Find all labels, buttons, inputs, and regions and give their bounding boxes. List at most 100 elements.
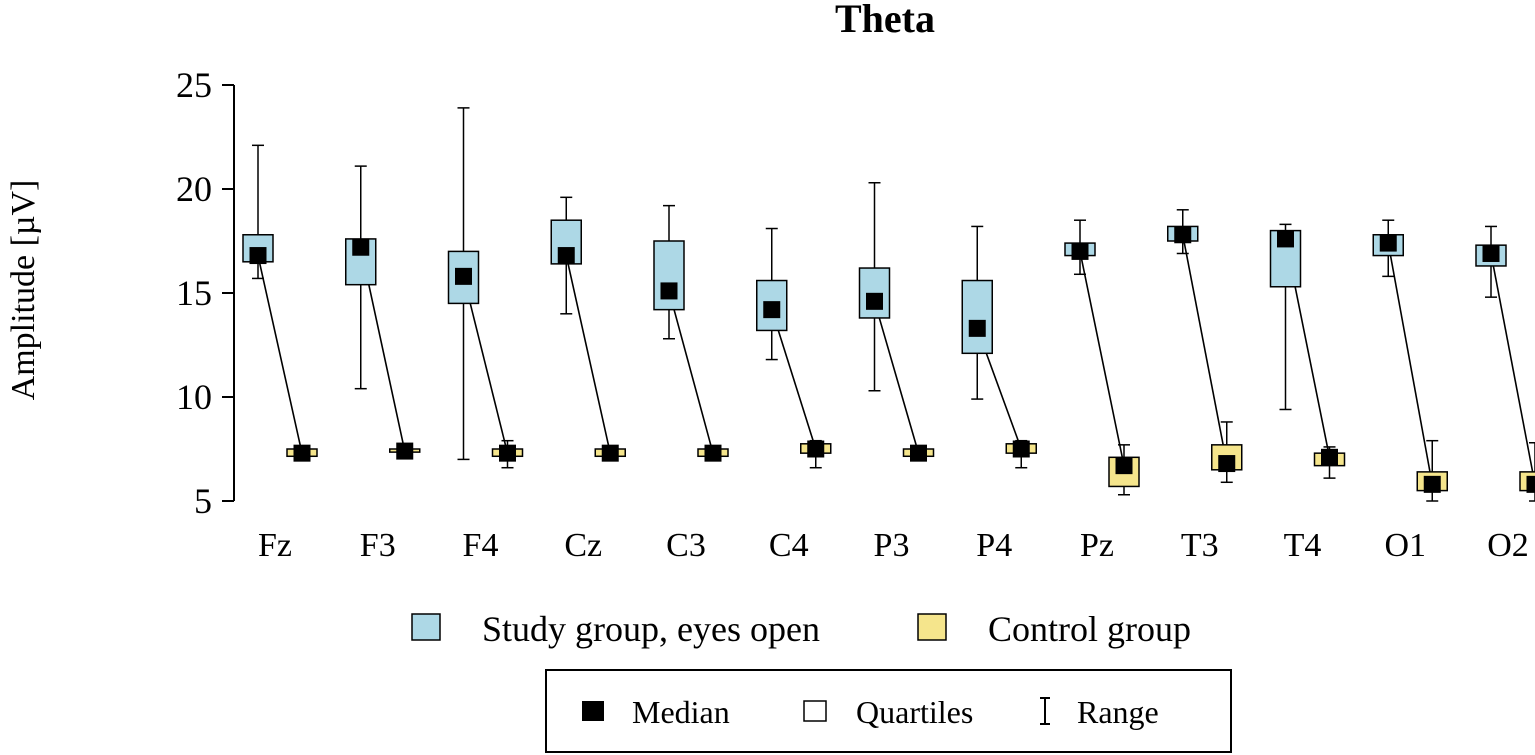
median-marker (1071, 242, 1089, 260)
chart-title: Theta (835, 0, 935, 41)
median-marker (763, 301, 781, 319)
median-marker (455, 267, 472, 285)
key-frame (545, 669, 1232, 753)
x-tick-label: Fz (258, 527, 292, 564)
y-axis-label: Amplitude [µV] (5, 180, 42, 401)
median-marker (1379, 234, 1397, 252)
median-marker (910, 444, 927, 462)
median-marker (601, 444, 619, 462)
x-tick-label: F3 (360, 527, 396, 564)
box-study-c4 (756, 227, 788, 361)
median-connector (1490, 253, 1535, 485)
median-marker (1482, 244, 1500, 262)
y-tick-label: 20 (176, 169, 212, 209)
box-control-c4 (800, 439, 832, 469)
plot-area (242, 107, 1535, 502)
connector-lines (257, 234, 1535, 485)
y-axis: 5 10 15 20 25 (176, 65, 235, 521)
legend-label-control: Control group (988, 609, 1191, 649)
key-median-label: Median (632, 694, 730, 730)
box-control-p4 (1005, 439, 1037, 469)
median-connector (462, 276, 509, 454)
median-marker (352, 238, 370, 256)
box-study-p4 (961, 225, 993, 400)
box-study-f3 (345, 165, 377, 390)
median-marker (968, 319, 986, 337)
median-marker (704, 444, 722, 462)
box-control-t4 (1313, 446, 1346, 479)
legend-swatch-control (917, 613, 947, 641)
median-marker (1321, 448, 1338, 466)
box-control-o1 (1416, 439, 1448, 502)
x-tick-label: F4 (463, 527, 499, 564)
key-quartiles-marker (803, 700, 827, 722)
box-study-f4 (447, 107, 480, 461)
median-marker (396, 442, 414, 460)
box-study-cz (550, 196, 582, 315)
x-tick-label: C4 (769, 527, 809, 564)
legend-swatch-study (411, 613, 441, 641)
box-study-fz (242, 144, 274, 280)
box-study-o1 (1372, 219, 1404, 278)
median-connector (565, 255, 612, 454)
box-control-p3 (902, 444, 935, 462)
median-marker (293, 444, 311, 462)
median-marker (866, 292, 883, 310)
median-marker (1012, 440, 1030, 458)
box-study-t3 (1167, 209, 1199, 255)
median-connector (770, 309, 817, 450)
legend: Study group, eyes open Control group (411, 609, 1191, 649)
box-study-t4 (1269, 223, 1302, 411)
y-tick-label: 15 (176, 273, 212, 313)
box-study-o2 (1475, 225, 1507, 298)
y-tick-label: 25 (176, 65, 212, 105)
median-connector (1181, 234, 1228, 464)
median-connector (257, 255, 303, 454)
box-control-t3 (1211, 421, 1243, 484)
key-range-marker (1040, 697, 1050, 725)
box-study-p3 (858, 182, 891, 392)
median-connector (668, 290, 714, 454)
x-tick-label: P4 (976, 527, 1012, 564)
key-median-marker (582, 701, 604, 721)
box-control-c3 (697, 444, 729, 462)
box-control-o2 (1519, 442, 1535, 502)
x-tick-label: T4 (1284, 527, 1322, 564)
box-control-fz (286, 444, 318, 462)
x-tick-label: P3 (874, 527, 910, 564)
key-range-label: Range (1077, 694, 1159, 730)
y-tick-label: 5 (194, 481, 212, 521)
x-tick-label: O2 (1487, 527, 1529, 564)
x-tick-label: Cz (564, 527, 602, 564)
quartile-box (653, 240, 685, 311)
x-tick-label: T3 (1181, 527, 1219, 564)
median-connector (1387, 242, 1434, 485)
median-marker (557, 247, 575, 265)
box-study-pz (1064, 219, 1096, 276)
box-study-c3 (653, 204, 685, 340)
median-connector (1079, 251, 1125, 466)
median-marker (1526, 475, 1535, 493)
median-marker (807, 440, 825, 458)
median-connector (873, 301, 920, 454)
median-marker (499, 444, 516, 462)
median-marker (249, 247, 267, 265)
box-control-cz (594, 444, 626, 462)
box-control-f4 (491, 439, 524, 469)
box-control-f3 (389, 442, 421, 460)
key-quartiles-label: Quartiles (856, 694, 973, 730)
statistics-key: Median Quartiles Range (545, 669, 1232, 753)
x-tick-label: Pz (1080, 527, 1114, 564)
legend-label-study: Study group, eyes open (482, 609, 820, 649)
median-marker (660, 282, 678, 300)
median-marker (1277, 230, 1294, 248)
median-marker (1218, 455, 1236, 473)
x-tick-label: O1 (1384, 527, 1426, 564)
median-marker (1174, 226, 1192, 244)
y-tick-label: 10 (176, 377, 212, 417)
median-marker (1115, 457, 1133, 475)
box-control-pz (1108, 444, 1140, 496)
median-marker (1423, 475, 1441, 493)
